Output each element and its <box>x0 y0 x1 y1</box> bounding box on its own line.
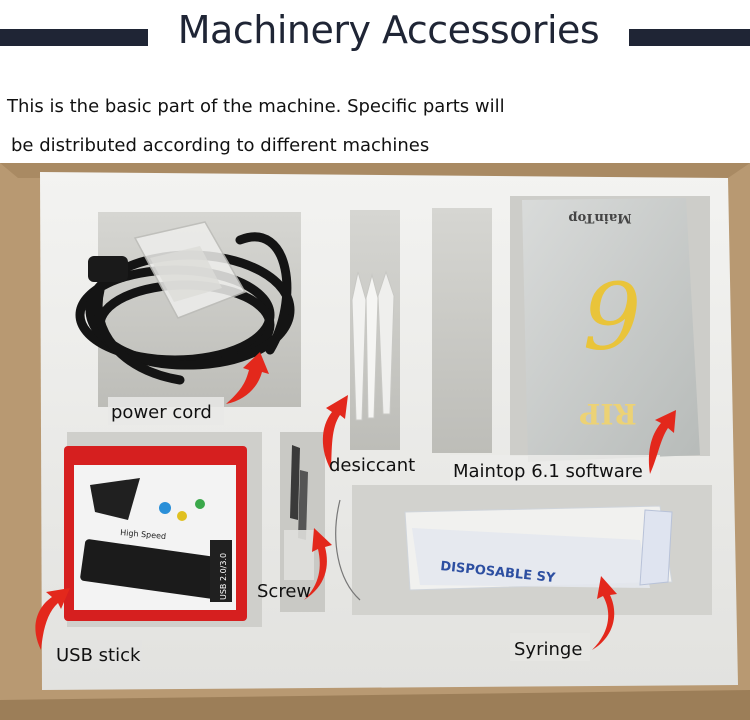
arrow-syringe <box>592 576 617 650</box>
syringe-pack: DISPOSABLE SY <box>404 505 673 591</box>
usb-card-badge: USB 2.0/3.0 <box>219 553 228 600</box>
power-plug <box>88 256 128 282</box>
header-bar-right <box>629 29 750 46</box>
book-logo: MainTop <box>568 210 631 225</box>
arrow-software <box>648 410 676 474</box>
box-edge-bottom <box>0 690 750 720</box>
label-usb-stick: USB stick <box>56 645 141 666</box>
arrow-desiccant <box>322 395 348 470</box>
desiccant-packets <box>351 270 395 421</box>
plastic-box <box>133 221 247 319</box>
pointer-arrows <box>35 352 676 650</box>
middle-compartment <box>432 208 492 453</box>
usb-card: High Speed USB 2.0/3.0 <box>64 446 247 621</box>
label-desiccant: desiccant <box>329 455 415 476</box>
label-software: Maintop 6.1 software <box>453 461 643 482</box>
description-line-1: This is the basic part of the machine. S… <box>7 96 505 117</box>
description-line-2: be distributed according to different ma… <box>11 135 430 156</box>
usb-card-text: High Speed <box>120 528 167 541</box>
arrow-power-cord <box>226 352 269 404</box>
screws <box>284 445 314 580</box>
page-title: Machinery Accessories <box>177 8 600 52</box>
usb-stick-device <box>80 539 224 600</box>
arrow-screw <box>304 528 332 600</box>
description: This is the basic part of the machine. S… <box>7 87 505 165</box>
label-screw: Screw <box>257 581 311 602</box>
book-number: 6 <box>583 260 642 367</box>
arrow-usb <box>35 588 70 650</box>
label-power-cord: power cord <box>111 402 212 423</box>
accessories-photo: MainTop 6 RIP High Speed USB 2.0/3.0 DIS… <box>0 163 750 720</box>
label-syringe: Syringe <box>514 639 582 660</box>
header-bar-left <box>0 29 148 46</box>
book-rip: RIP <box>579 397 636 430</box>
wire <box>335 499 361 601</box>
maintop-box: MainTop 6 RIP <box>522 198 700 462</box>
